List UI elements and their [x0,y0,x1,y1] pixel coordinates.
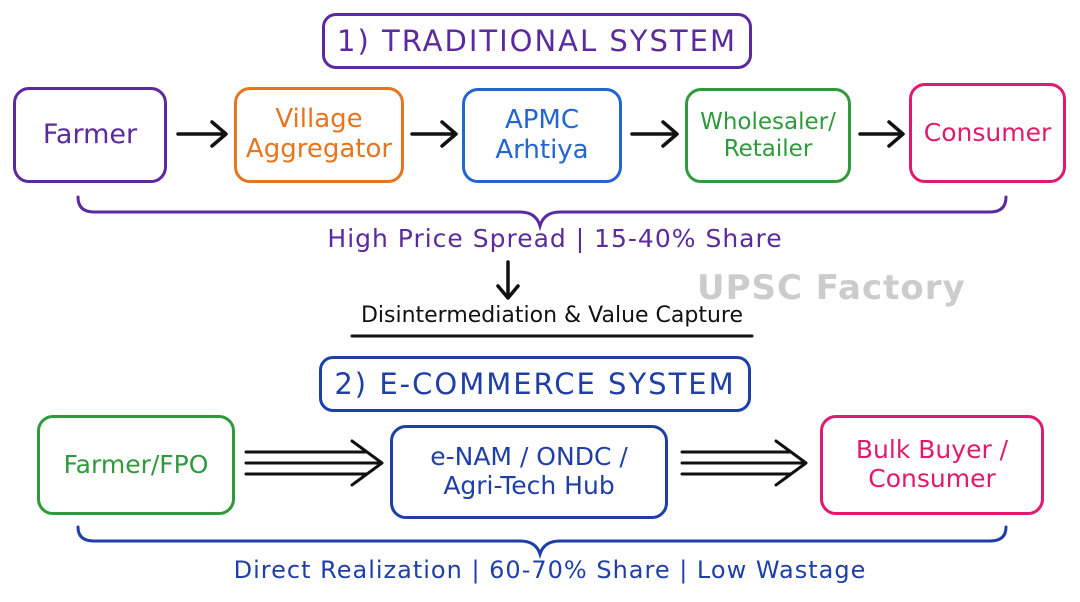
watermark: UPSC Factory [697,268,966,308]
node-village-line2: Aggregator [245,134,393,164]
arrow-apmc-to-wholesaler [630,120,679,148]
ecommerce-title: 2) E-COMMERCE SYSTEM [319,356,751,412]
arrow-wholesaler-to-consumer [858,120,905,148]
node-village-line1: Village [275,104,363,135]
node-bulk-line1: Bulk Buyer / [855,435,1009,465]
node-hub-line2: Agri-Tech Hub [443,471,615,500]
node-apmc-arhtiya: APMC Arhtiya [462,88,622,183]
node-bulk-buyer: Bulk Buyer / Consumer [820,415,1044,515]
node-consumer-label: Consumer [923,117,1052,147]
ecommerce-caption: Direct Realization | 60-70% Share | Low … [233,556,867,584]
node-farmer-fpo: Farmer/FPO [37,415,235,515]
brace-ecommerce [76,525,1008,560]
transition-label: Disintermediation & Value Capture [360,303,744,328]
traditional-title: 1) TRADITIONAL SYSTEM [322,13,752,69]
node-hub-line1: e-NAM / ONDC / [430,442,628,472]
triple-arrow-fpo-to-hub [244,439,384,487]
traditional-caption: High Price Spread | 15-40% Share [327,224,783,253]
node-wholesaler-line1: Wholesaler/ [700,109,836,136]
triple-arrow-hub-to-buyer [680,439,808,487]
traditional-title-text: 1) TRADITIONAL SYSTEM [337,24,737,58]
node-wholesaler-retailer: Wholesaler/ Retailer [685,88,851,183]
arrow-farmer-to-village [176,120,228,148]
node-farmer-label: Farmer [42,119,138,151]
ecommerce-title-text: 2) E-COMMERCE SYSTEM [334,367,736,401]
node-consumer: Consumer [909,83,1066,183]
node-agritech-hub: e-NAM / ONDC / Agri-Tech Hub [390,425,668,519]
node-village-aggregator: Village Aggregator [234,87,404,183]
node-farmer: Farmer [13,87,167,183]
node-bulk-line2: Consumer [868,464,996,493]
arrow-down [496,260,520,300]
node-apmc-line1: APMC [504,104,580,135]
node-fpo-label: Farmer/FPO [63,449,209,479]
brace-traditional [76,195,1008,232]
node-wholesaler-line2: Retailer [723,135,813,162]
arrow-village-to-apmc [410,120,458,148]
node-apmc-line2: Arhtiya [495,134,589,165]
